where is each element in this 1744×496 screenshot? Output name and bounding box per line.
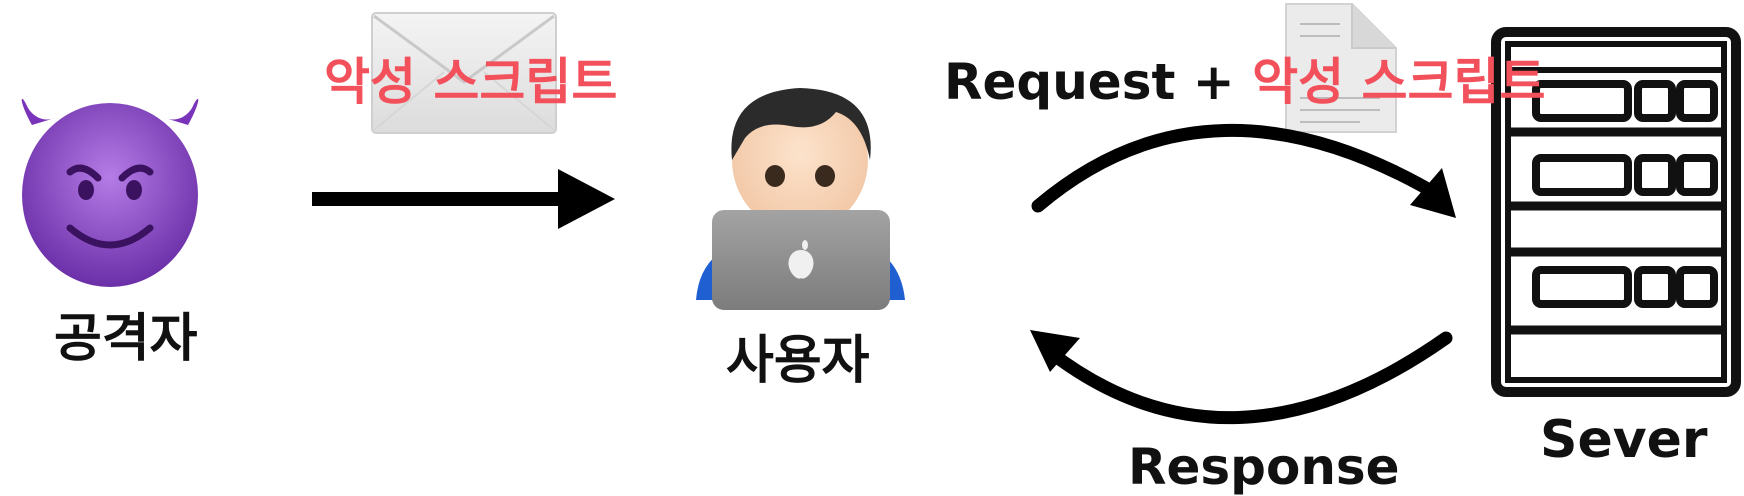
envelope-icon	[371, 12, 557, 134]
request-text: Request +	[944, 53, 1253, 111]
document-icon	[1285, 3, 1397, 133]
attack-arrow	[312, 169, 615, 229]
request-label: Request + 악성 스크립트	[944, 42, 1546, 114]
server-label: Sever	[1540, 410, 1708, 470]
user-label: 사용자	[726, 331, 870, 391]
attacker-label: 공격자	[54, 309, 198, 369]
response-label: Response	[1128, 438, 1400, 496]
response-arrow	[1030, 330, 1453, 425]
attack-payload-label: 악성 스크립트	[324, 53, 618, 111]
server-rack-icon	[1491, 27, 1741, 397]
diagram-canvas	[21, 3, 1741, 425]
person-with-laptop-icon	[696, 88, 905, 310]
request-payload-label: 악성 스크립트	[1252, 53, 1546, 111]
request-arrow	[1031, 124, 1456, 218]
smiling-devil-icon	[21, 98, 199, 287]
